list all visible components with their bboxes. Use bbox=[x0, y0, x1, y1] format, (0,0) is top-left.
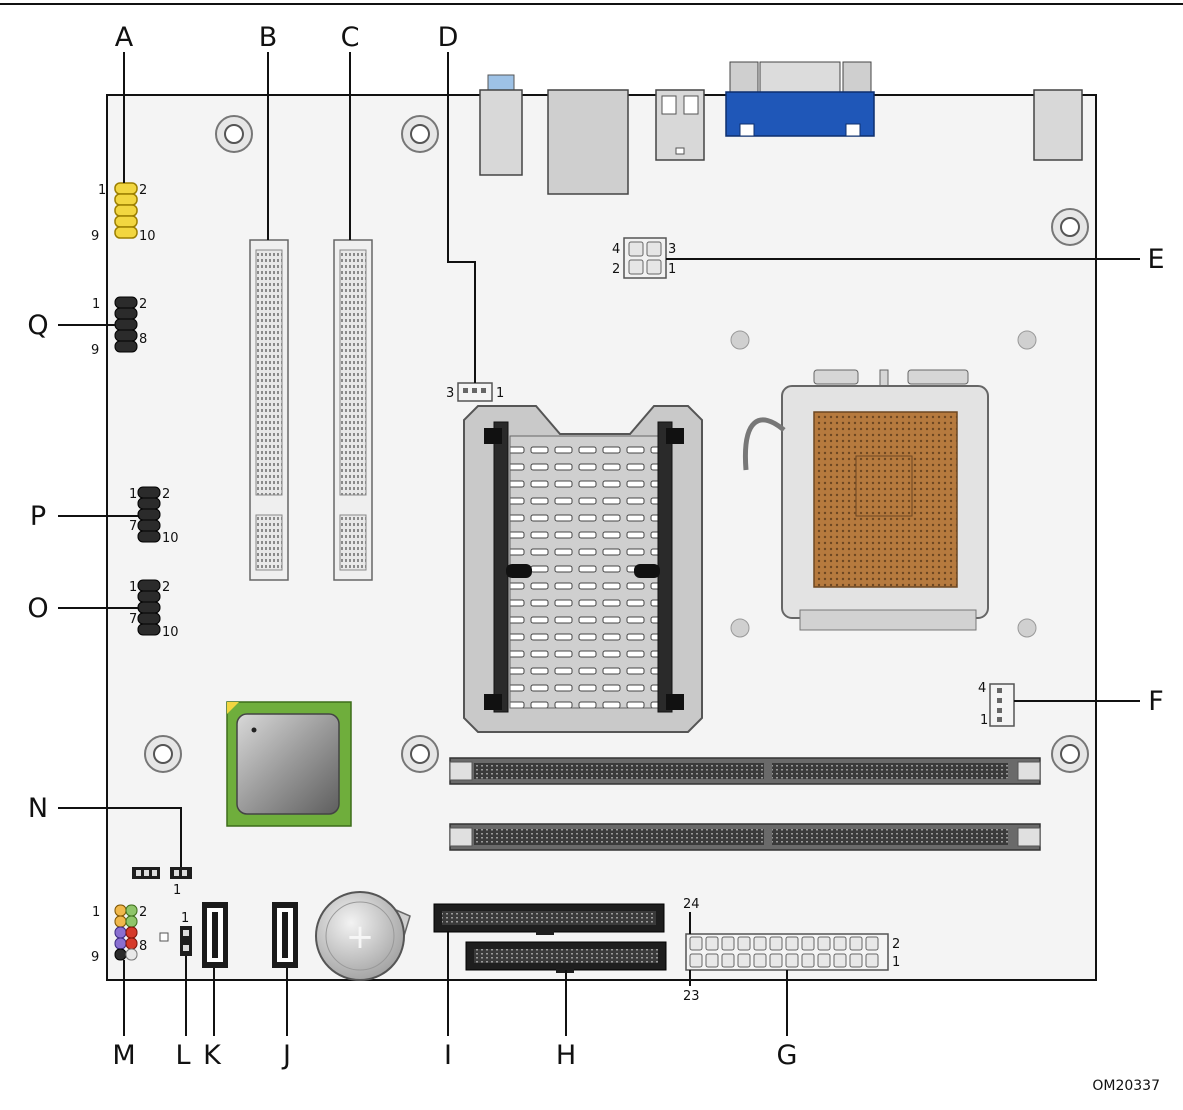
leader-lines bbox=[58, 52, 1140, 1036]
header-m bbox=[114, 904, 138, 961]
callout-q: Q bbox=[27, 310, 48, 341]
callout-m: M bbox=[112, 1040, 135, 1071]
ps2-port bbox=[1033, 89, 1083, 161]
jumper-n bbox=[132, 867, 192, 879]
cpu-socket bbox=[730, 330, 1037, 638]
pin-q8: 8 bbox=[139, 332, 147, 347]
jumper-l bbox=[159, 926, 192, 956]
callout-e: E bbox=[1147, 244, 1164, 275]
header-p bbox=[137, 486, 161, 543]
pci-slot-b bbox=[249, 239, 289, 581]
dimm-slot-2 bbox=[449, 823, 1041, 851]
pin-a1: 1 bbox=[98, 183, 106, 198]
pci-slot-c bbox=[333, 239, 373, 581]
pin-p7: 7 bbox=[129, 519, 137, 534]
fan-header-d bbox=[457, 382, 493, 402]
pin-n1: 1 bbox=[173, 883, 181, 898]
callout-j: J bbox=[281, 1040, 291, 1071]
pin-g1: 1 bbox=[892, 955, 900, 970]
pin-o1: 1 bbox=[129, 580, 137, 595]
fan-header-f bbox=[989, 683, 1015, 727]
callout-o: O bbox=[27, 593, 48, 624]
pin-f1: 1 bbox=[980, 713, 988, 728]
pin-d1: 1 bbox=[496, 386, 504, 401]
header-q bbox=[114, 296, 138, 353]
atx-power-connector bbox=[685, 933, 889, 971]
pin-q1: 1 bbox=[92, 297, 100, 312]
pin-labels: 1 2 9 10 1 2 9 8 1 2 7 10 1 2 7 10 4 3 2… bbox=[91, 183, 988, 1004]
pin-p1: 1 bbox=[129, 487, 137, 502]
pin-q2: 2 bbox=[139, 297, 147, 312]
header-a bbox=[114, 182, 138, 239]
pin-l1: 1 bbox=[181, 911, 189, 926]
callout-a: A bbox=[115, 22, 134, 53]
figure-id: OM20337 bbox=[1092, 1078, 1160, 1094]
callout-g: G bbox=[777, 1040, 798, 1071]
pin-o2: 2 bbox=[162, 580, 170, 595]
pin-m1: 1 bbox=[92, 905, 100, 920]
pin-e2: 2 bbox=[612, 262, 620, 277]
lan-usb-stack bbox=[547, 89, 629, 195]
pin-m2: 2 bbox=[139, 905, 147, 920]
callout-labels: A B C D E F G H I J K L M N O P Q bbox=[27, 22, 1164, 1071]
cmos-battery: + bbox=[315, 891, 411, 981]
mounting-holes bbox=[144, 115, 1089, 773]
callout-c: C bbox=[341, 22, 360, 53]
callout-h: H bbox=[556, 1040, 576, 1071]
callout-i: I bbox=[444, 1040, 452, 1071]
back-panel-io bbox=[479, 61, 1083, 195]
ide-connector-h bbox=[465, 941, 667, 973]
callout-k: K bbox=[203, 1040, 222, 1071]
pin-g24: 24 bbox=[683, 897, 700, 912]
pin-e3: 3 bbox=[668, 242, 676, 257]
pin-p2: 2 bbox=[162, 487, 170, 502]
sata-connector-k bbox=[202, 902, 228, 968]
chipset bbox=[226, 701, 352, 827]
pin-a9: 9 bbox=[91, 229, 99, 244]
pin-g2: 2 bbox=[892, 937, 900, 952]
callout-d: D bbox=[438, 22, 459, 53]
pin-o7: 7 bbox=[129, 612, 137, 627]
pin-e1: 1 bbox=[668, 262, 676, 277]
pin-d3: 3 bbox=[446, 386, 454, 401]
callout-f: F bbox=[1148, 686, 1164, 717]
sata-connector-j bbox=[272, 902, 298, 968]
pin-q9: 9 bbox=[91, 343, 99, 358]
ide-connector-i bbox=[433, 903, 665, 935]
callout-p: P bbox=[30, 501, 46, 532]
pin-a2: 2 bbox=[139, 183, 147, 198]
pin-o10: 10 bbox=[162, 625, 179, 640]
svg-text:+: + bbox=[346, 917, 375, 957]
pin-g23: 23 bbox=[683, 989, 700, 1004]
pin-p10: 10 bbox=[162, 531, 179, 546]
pin-f4: 4 bbox=[978, 681, 986, 696]
pin-e4: 4 bbox=[612, 242, 620, 257]
dimm-slot-1 bbox=[449, 757, 1041, 785]
header-o bbox=[137, 579, 161, 636]
pin-m9: 9 bbox=[91, 950, 99, 965]
audio-jack-stack bbox=[479, 89, 523, 176]
callout-n: N bbox=[28, 793, 48, 824]
chipset-heatsink bbox=[463, 405, 703, 733]
12v-power-connector bbox=[623, 237, 667, 279]
callout-l: L bbox=[175, 1040, 190, 1071]
pin-m8: 8 bbox=[139, 939, 147, 954]
pin-a10: 10 bbox=[139, 229, 156, 244]
callout-b: B bbox=[259, 22, 278, 53]
